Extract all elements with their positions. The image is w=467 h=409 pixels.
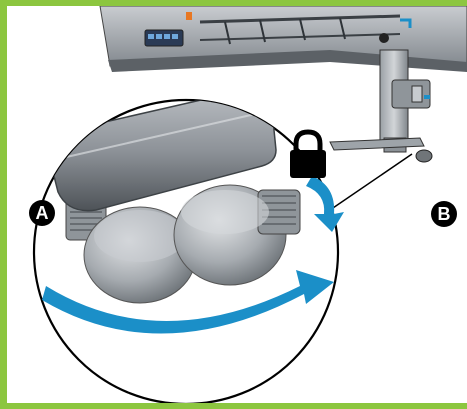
printer-stand bbox=[330, 50, 432, 210]
lock-icon bbox=[290, 132, 326, 178]
label-a-badge: A bbox=[29, 200, 55, 226]
printer-body bbox=[100, 6, 467, 72]
label-b-badge: B bbox=[431, 201, 457, 227]
